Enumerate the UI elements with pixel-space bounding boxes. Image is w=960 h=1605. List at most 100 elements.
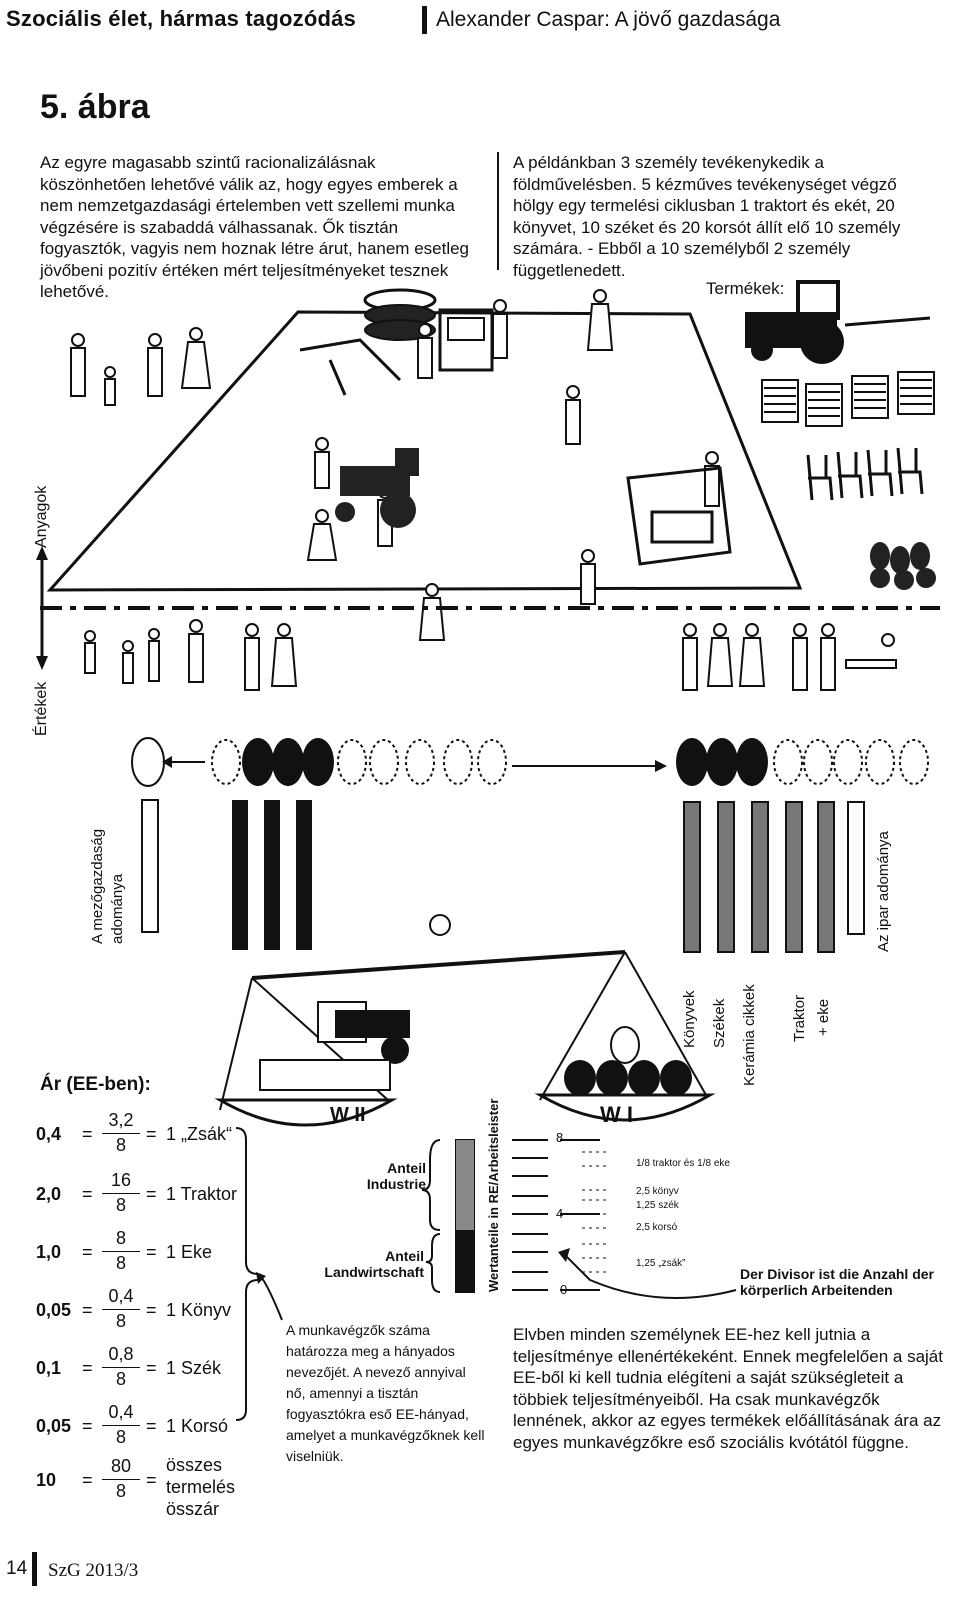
fraction-numerator: 0,4 — [108, 1402, 134, 1422]
running-head-article: Alexander Caspar: A jövő gazdasága — [436, 8, 781, 31]
tick-4: 4 — [556, 1206, 564, 1221]
denominator-note: A munkavégzők száma határozza meg a hány… — [286, 1322, 485, 1464]
industry-value-bars — [683, 801, 835, 953]
left-arrow-icon — [162, 756, 205, 768]
header-divider — [422, 6, 427, 34]
price-value: 0,05 — [36, 1300, 72, 1320]
fraction-denominator: 8 — [115, 1369, 126, 1389]
item-jugs: 2,5 korsó — [636, 1222, 678, 1233]
equals-sign: = — [146, 1124, 157, 1144]
fraction-numerator: 0,4 — [108, 1286, 134, 1306]
item-chairs: 1,25 szék — [636, 1200, 679, 1211]
sack-outline-icon — [131, 737, 165, 787]
anteil-landwirtschaft-label: Anteil Landwirtschaft — [324, 1248, 424, 1280]
fraction-denominator: 8 — [115, 1253, 126, 1273]
balance-scale-icon — [214, 914, 716, 1127]
axis-label-values: Értékek — [33, 681, 50, 736]
pan-left-label: W II — [330, 1104, 366, 1126]
figure-title: 5. ábra — [40, 88, 150, 126]
price-item-label: 1 Korsó — [166, 1416, 229, 1436]
fraction-line — [102, 1251, 140, 1252]
equals-sign: = — [82, 1358, 93, 1378]
field-plane — [46, 310, 803, 592]
fraction-denominator: 8 — [115, 1135, 126, 1155]
item-books: 2,5 könyv — [636, 1186, 679, 1197]
agri-value-bar — [264, 800, 280, 950]
running-head-section: Szociális élet, hármas tagozódás — [6, 6, 356, 31]
product-jugs-icon — [870, 542, 936, 590]
fraction-numerator: 16 — [110, 1170, 132, 1190]
pan-load-products — [259, 1001, 410, 1091]
up-arrow-icon — [36, 546, 48, 560]
product-chairs-icon — [806, 447, 924, 501]
people-group-icon — [70, 327, 897, 691]
price-item-label: 1 Eke — [166, 1242, 213, 1262]
price-value: 0,4 — [36, 1124, 62, 1144]
price-item-label: 1 „Zsák“ — [166, 1124, 233, 1144]
label-books: Könyvek — [681, 990, 698, 1048]
industry-donation-label: Az ipar adománya — [875, 831, 892, 952]
pan-load-sacks — [564, 1026, 692, 1096]
equals-sign: = — [82, 1242, 93, 1262]
tractor-icon — [335, 448, 419, 528]
sacks-row — [131, 737, 929, 787]
column-divider — [497, 152, 499, 270]
journal-issue: SzG 2013/3 — [48, 1560, 139, 1581]
equals-sign: = — [82, 1470, 93, 1490]
fraction-line — [102, 1133, 140, 1134]
fraction-numerator: 8 — [115, 1228, 126, 1248]
product-books-icon — [761, 371, 935, 427]
price-brace-top — [235, 1127, 259, 1275]
equals-sign: = — [82, 1416, 93, 1436]
price-value: 0,05 — [36, 1416, 72, 1436]
anteil-industrie-label: Anteil Industrie — [366, 1160, 426, 1192]
axis-label-materials: Anyagok — [33, 485, 50, 548]
page-number: 14 — [6, 1558, 28, 1579]
loom-icon — [626, 466, 732, 566]
label-chairs: Székek — [711, 998, 728, 1048]
fraction-denominator: 8 — [115, 1481, 126, 1501]
value-share-industry — [456, 1140, 474, 1230]
tick-8: 8 — [556, 1130, 564, 1145]
label-plough: + eke — [815, 998, 832, 1036]
equals-sign: = — [82, 1124, 93, 1144]
price-item-label: 1 Traktor — [166, 1184, 238, 1204]
pan-right-label: W I — [600, 1102, 633, 1127]
right-intro-paragraph: A példánkban 3 személy tevékenykedik a f… — [513, 153, 901, 280]
product-tractor-icon — [745, 280, 931, 364]
value-share-agriculture — [456, 1230, 474, 1292]
fraction-line — [102, 1479, 140, 1480]
fraction-numerator: 0,8 — [108, 1344, 134, 1364]
left-intro-paragraph: Az egyre magasabb szintű racionalizálásn… — [40, 153, 470, 301]
fraction-denominator: 8 — [115, 1195, 126, 1215]
fraction-line — [102, 1193, 140, 1194]
divisor-arrow — [564, 1254, 737, 1299]
price-heading: Ár (EE-ben): — [40, 1074, 151, 1095]
fraction-denominator: 8 — [115, 1311, 126, 1331]
price-item-label: 1 Könyv — [166, 1300, 232, 1320]
equals-sign: = — [146, 1242, 157, 1262]
price-value: 2,0 — [36, 1184, 62, 1204]
equals-sign: = — [146, 1470, 157, 1490]
tick-0: 0 — [560, 1282, 568, 1297]
right-arrow-icon — [512, 760, 667, 772]
item-sack: 1,25 „zsák” — [636, 1258, 686, 1269]
divisor-note: Der Divisor ist die Anzahl der körperlic… — [740, 1266, 934, 1298]
price-brace-bottom — [235, 1279, 259, 1421]
equals-sign: = — [82, 1184, 93, 1204]
sack-filled-icon — [242, 738, 274, 786]
agri-value-bar — [296, 800, 312, 950]
agri-donation-bar — [141, 799, 159, 933]
tick-scale — [512, 1139, 600, 1291]
fraction-line — [102, 1425, 140, 1426]
